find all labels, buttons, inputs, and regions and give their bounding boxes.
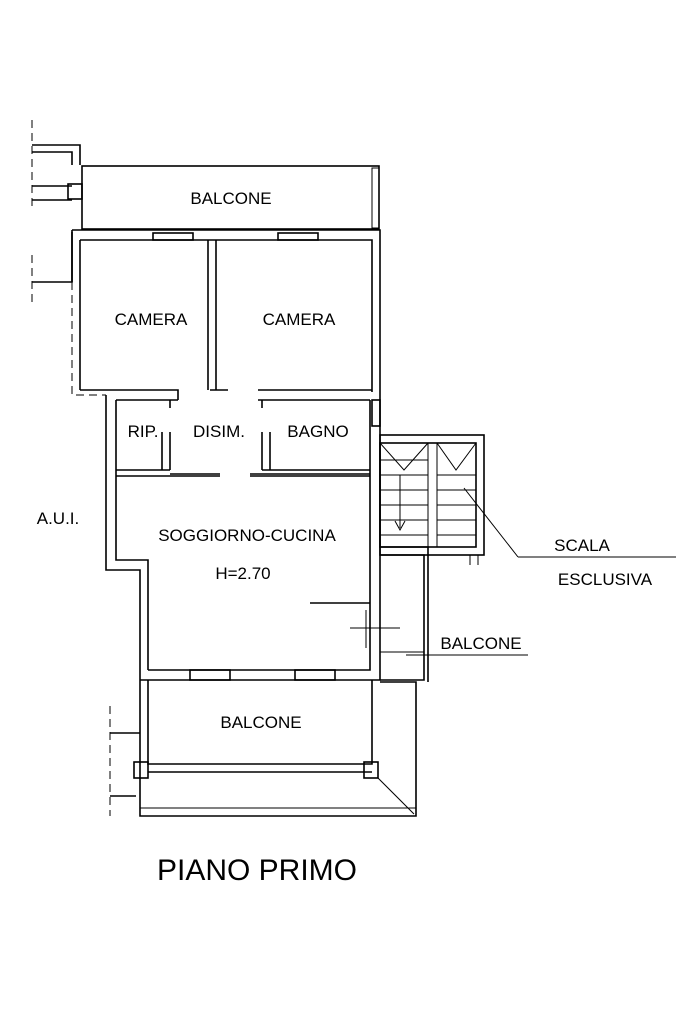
balcony-top (67, 165, 380, 230)
esclusiva-label: ESCLUSIVA (558, 570, 653, 589)
room-label-soggiorno: SOGGIORNO-CUCINA (158, 526, 336, 545)
room-label-bagno: BAGNO (287, 422, 348, 441)
aui-label: A.U.I. (37, 509, 80, 528)
outer-walls (71, 229, 381, 681)
balcony-bottom (109, 680, 417, 817)
plan-title: PIANO PRIMO (157, 854, 357, 887)
interior-walls (116, 240, 400, 648)
room-label-disim: DISIM. (193, 422, 245, 441)
room-label-balcone-side: BALCONE (440, 634, 521, 653)
room-label-balcone-top: BALCONE (190, 189, 271, 208)
room-label-rip: RIP. (128, 422, 159, 441)
ceiling-height-label: H=2.70 (215, 564, 270, 583)
scala-label: SCALA (554, 536, 610, 555)
room-label-camera-left: CAMERA (115, 310, 188, 329)
balcony-side (380, 546, 528, 682)
room-label-camera-right: CAMERA (263, 310, 336, 329)
room-label-balcone-bottom: BALCONE (220, 713, 301, 732)
neighbour-walls-left (31, 120, 81, 302)
staircase (371, 399, 676, 565)
